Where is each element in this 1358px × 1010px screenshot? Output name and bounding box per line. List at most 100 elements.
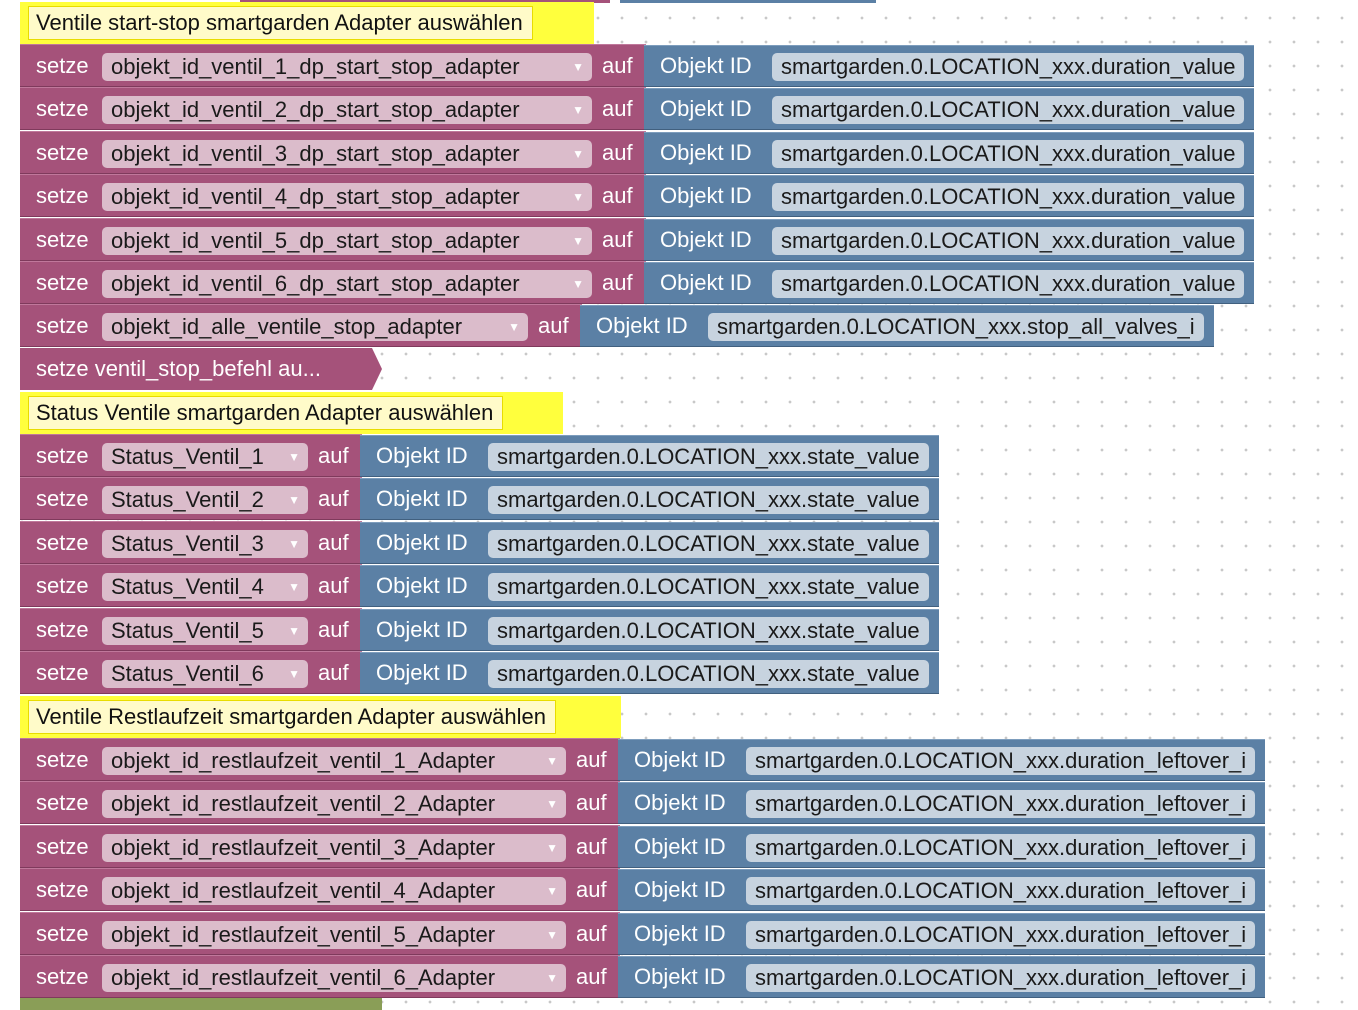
variable-dropdown[interactable]: Status_Ventil_3▼ (102, 530, 308, 558)
to-keyword: auf (318, 660, 349, 685)
object-id-block[interactable]: Objekt ID smartgarden.0.LOCATION_xxx.dura… (618, 869, 1265, 911)
object-id-label: Objekt ID (634, 877, 726, 902)
variable-dropdown[interactable]: objekt_id_ventil_4_dp_start_stop_adapter… (102, 183, 592, 211)
object-id-field[interactable]: smartgarden.0.LOCATION_xxx.stop_all_valv… (708, 313, 1204, 341)
object-id-label: Objekt ID (376, 660, 468, 685)
collapsed-set-block[interactable]: setze ventil_stop_befehl au... (20, 348, 382, 390)
variable-dropdown[interactable]: objekt_id_ventil_1_dp_start_stop_adapter… (102, 53, 592, 81)
object-id-field[interactable]: smartgarden.0.LOCATION_xxx.duration_left… (746, 834, 1256, 862)
variable-dropdown[interactable]: objekt_id_restlaufzeit_ventil_3_Adapter▼ (102, 834, 566, 862)
object-id-field[interactable]: smartgarden.0.LOCATION_xxx.duration_left… (746, 921, 1256, 949)
to-keyword: auf (576, 747, 607, 772)
variable-dropdown[interactable]: objekt_id_restlaufzeit_ventil_5_Adapter▼ (102, 921, 566, 949)
chevron-down-icon: ▼ (508, 320, 520, 334)
variable-dropdown[interactable]: Status_Ventil_6▼ (102, 660, 308, 688)
variable-name: objekt_id_ventil_1_dp_start_stop_adapter (111, 54, 520, 79)
set-keyword: setze (36, 877, 89, 902)
object-id-field[interactable]: smartgarden.0.LOCATION_xxx.duration_left… (746, 877, 1256, 905)
object-id-label: Objekt ID (634, 921, 726, 946)
object-id-field[interactable]: smartgarden.0.LOCATION_xxx.duration_left… (746, 747, 1256, 775)
variable-dropdown[interactable]: objekt_id_ventil_6_dp_start_stop_adapter… (102, 270, 592, 298)
comment-text: Status Ventile smartgarden Adapter auswä… (28, 396, 504, 430)
object-id-field[interactable]: smartgarden.0.LOCATION_xxx.state_value (488, 443, 929, 471)
variable-dropdown[interactable]: objekt_id_alle_ventile_stop_adapter▼ (102, 313, 528, 341)
object-id-field[interactable]: smartgarden.0.LOCATION_xxx.state_value (488, 486, 929, 514)
set-keyword: setze (36, 617, 89, 642)
object-id-field[interactable]: smartgarden.0.LOCATION_xxx.duration_left… (746, 964, 1256, 992)
object-id-block[interactable]: Objekt ID smartgarden.0.LOCATION_xxx.stat… (360, 652, 939, 694)
object-id-field[interactable]: smartgarden.0.LOCATION_xxx.duration_valu… (772, 227, 1245, 255)
variable-dropdown[interactable]: Status_Ventil_4▼ (102, 573, 308, 601)
chevron-down-icon: ▼ (288, 667, 300, 681)
object-id-label: Objekt ID (376, 573, 468, 598)
chevron-down-icon: ▼ (546, 971, 558, 985)
object-id-field[interactable]: smartgarden.0.LOCATION_xxx.state_value (488, 660, 929, 688)
object-id-block[interactable]: Objekt ID smartgarden.0.LOCATION_xxx.dura… (618, 913, 1265, 955)
variable-dropdown[interactable]: objekt_id_ventil_5_dp_start_stop_adapter… (102, 227, 592, 255)
object-id-block[interactable]: Objekt ID smartgarden.0.LOCATION_xxx.dura… (644, 45, 1254, 87)
collapsed-block-label: setze ventil_stop_befehl au... (36, 356, 321, 381)
object-id-block[interactable]: Objekt ID smartgarden.0.LOCATION_xxx.stat… (360, 565, 939, 607)
to-keyword: auf (576, 834, 607, 859)
variable-dropdown[interactable]: objekt_id_restlaufzeit_ventil_1_Adapter▼ (102, 747, 566, 775)
variable-dropdown[interactable]: Status_Ventil_5▼ (102, 617, 308, 645)
comment-block[interactable]: Ventile start-stop smartgarden Adapter a… (20, 2, 594, 44)
variable-dropdown[interactable]: objekt_id_ventil_2_dp_start_stop_adapter… (102, 96, 592, 124)
set-variable-block[interactable]: setze objekt_id_restlaufzeit_ventil_4_Ada… (20, 868, 636, 911)
object-id-field[interactable]: smartgarden.0.LOCATION_xxx.duration_valu… (772, 140, 1245, 168)
variable-dropdown[interactable]: Status_Ventil_1▼ (102, 443, 308, 471)
variable-dropdown[interactable]: objekt_id_ventil_3_dp_start_stop_adapter… (102, 140, 592, 168)
object-id-field[interactable]: smartgarden.0.LOCATION_xxx.state_value (488, 573, 929, 601)
object-id-field[interactable]: smartgarden.0.LOCATION_xxx.state_value (488, 617, 929, 645)
object-id-field[interactable]: smartgarden.0.LOCATION_xxx.duration_valu… (772, 270, 1245, 298)
chevron-down-icon: ▼ (288, 580, 300, 594)
function-block-edge[interactable] (20, 998, 382, 1010)
object-id-label: Objekt ID (660, 53, 752, 78)
variable-dropdown[interactable]: objekt_id_restlaufzeit_ventil_6_Adapter▼ (102, 964, 566, 992)
comment-block[interactable]: Ventile Restlaufzeit smartgarden Adapter… (20, 696, 621, 738)
to-keyword: auf (576, 790, 607, 815)
comment-block[interactable]: Status Ventile smartgarden Adapter auswä… (20, 392, 563, 434)
object-id-field[interactable]: smartgarden.0.LOCATION_xxx.duration_left… (746, 790, 1256, 818)
variable-dropdown[interactable]: objekt_id_restlaufzeit_ventil_4_Adapter▼ (102, 877, 566, 905)
variable-dropdown[interactable]: objekt_id_restlaufzeit_ventil_2_Adapter▼ (102, 790, 566, 818)
variable-dropdown[interactable]: Status_Ventil_2▼ (102, 486, 308, 514)
object-id-field[interactable]: smartgarden.0.LOCATION_xxx.duration_valu… (772, 183, 1245, 211)
object-id-field[interactable]: smartgarden.0.LOCATION_xxx.duration_valu… (772, 53, 1245, 81)
object-id-field[interactable]: smartgarden.0.LOCATION_xxx.state_value (488, 530, 929, 558)
object-id-field[interactable]: smartgarden.0.LOCATION_xxx.duration_valu… (772, 96, 1245, 124)
